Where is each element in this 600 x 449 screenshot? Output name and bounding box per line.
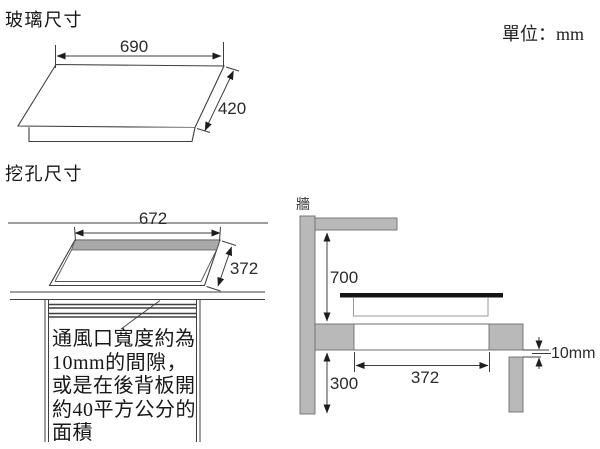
dimension-420 [196,66,240,133]
wall-label: 牆 [296,198,310,213]
glass-depth-dimension: 420 [217,99,247,118]
glass-top-drawing [17,42,240,143]
glass-width-dimension: 690 [119,37,149,56]
cooktop-glass-section [340,293,503,298]
glass-top-surface [17,63,225,129]
hood-clearance-dimension: 700 [329,268,359,287]
vent-gap-dimension: 10mm [551,345,596,362]
cooktop-body-section [353,297,489,317]
side-view-drawing [299,215,551,415]
extension-line [206,286,221,292]
dimension-372-cutout [206,240,237,292]
ventilation-note-line: 通風口寬度約為 [52,328,196,350]
extension-line [221,240,237,246]
dimension-672 [74,226,221,242]
unit-label: 單位：mm [502,24,585,44]
vent-slot-lines [48,303,197,318]
extension-line [74,226,76,242]
side-cutout-width-dimension: 372 [410,368,440,387]
ventilation-note: 通風口寬度約為 10mm的間隙， 或是在後背板開 約40平方公分的 面積 [52,328,204,446]
ventilation-note-line: 面積 [52,422,93,444]
cutout-size-title: 挖孔尺寸 [5,164,83,184]
dimension-372-side [354,352,490,372]
extension-line [225,66,240,72]
counter-right-block [488,323,524,351]
cutout-drawing [8,222,268,442]
cutout-back-wall-shaded [70,239,221,251]
cabinet-sides [44,299,201,442]
range-hood [314,217,398,231]
counter-left-block [314,323,355,351]
cutout-depth-dimension: 372 [229,259,259,278]
cutout-width-dimension: 672 [138,209,168,228]
ventilation-note-line: 或是在後背板開 [52,375,196,397]
dimension-10mm [523,337,551,369]
dimension-line [204,70,234,131]
back-panel [508,356,524,413]
extension-line [219,226,221,242]
glass-size-title: 玻璃尺寸 [5,10,83,30]
note-leader-line [120,300,161,330]
extension-line [196,128,211,133]
under-counter-dimension: 300 [329,374,359,393]
ventilation-note-line: 約40平方公分的 [52,398,196,421]
dimension-line [217,246,233,287]
wall-section [299,215,316,415]
dimension-690 [55,42,224,68]
glass-body-front [28,127,196,143]
cutout-inner-edge [54,249,217,282]
ventilation-note-line: 10mm的間隙， [52,351,188,374]
